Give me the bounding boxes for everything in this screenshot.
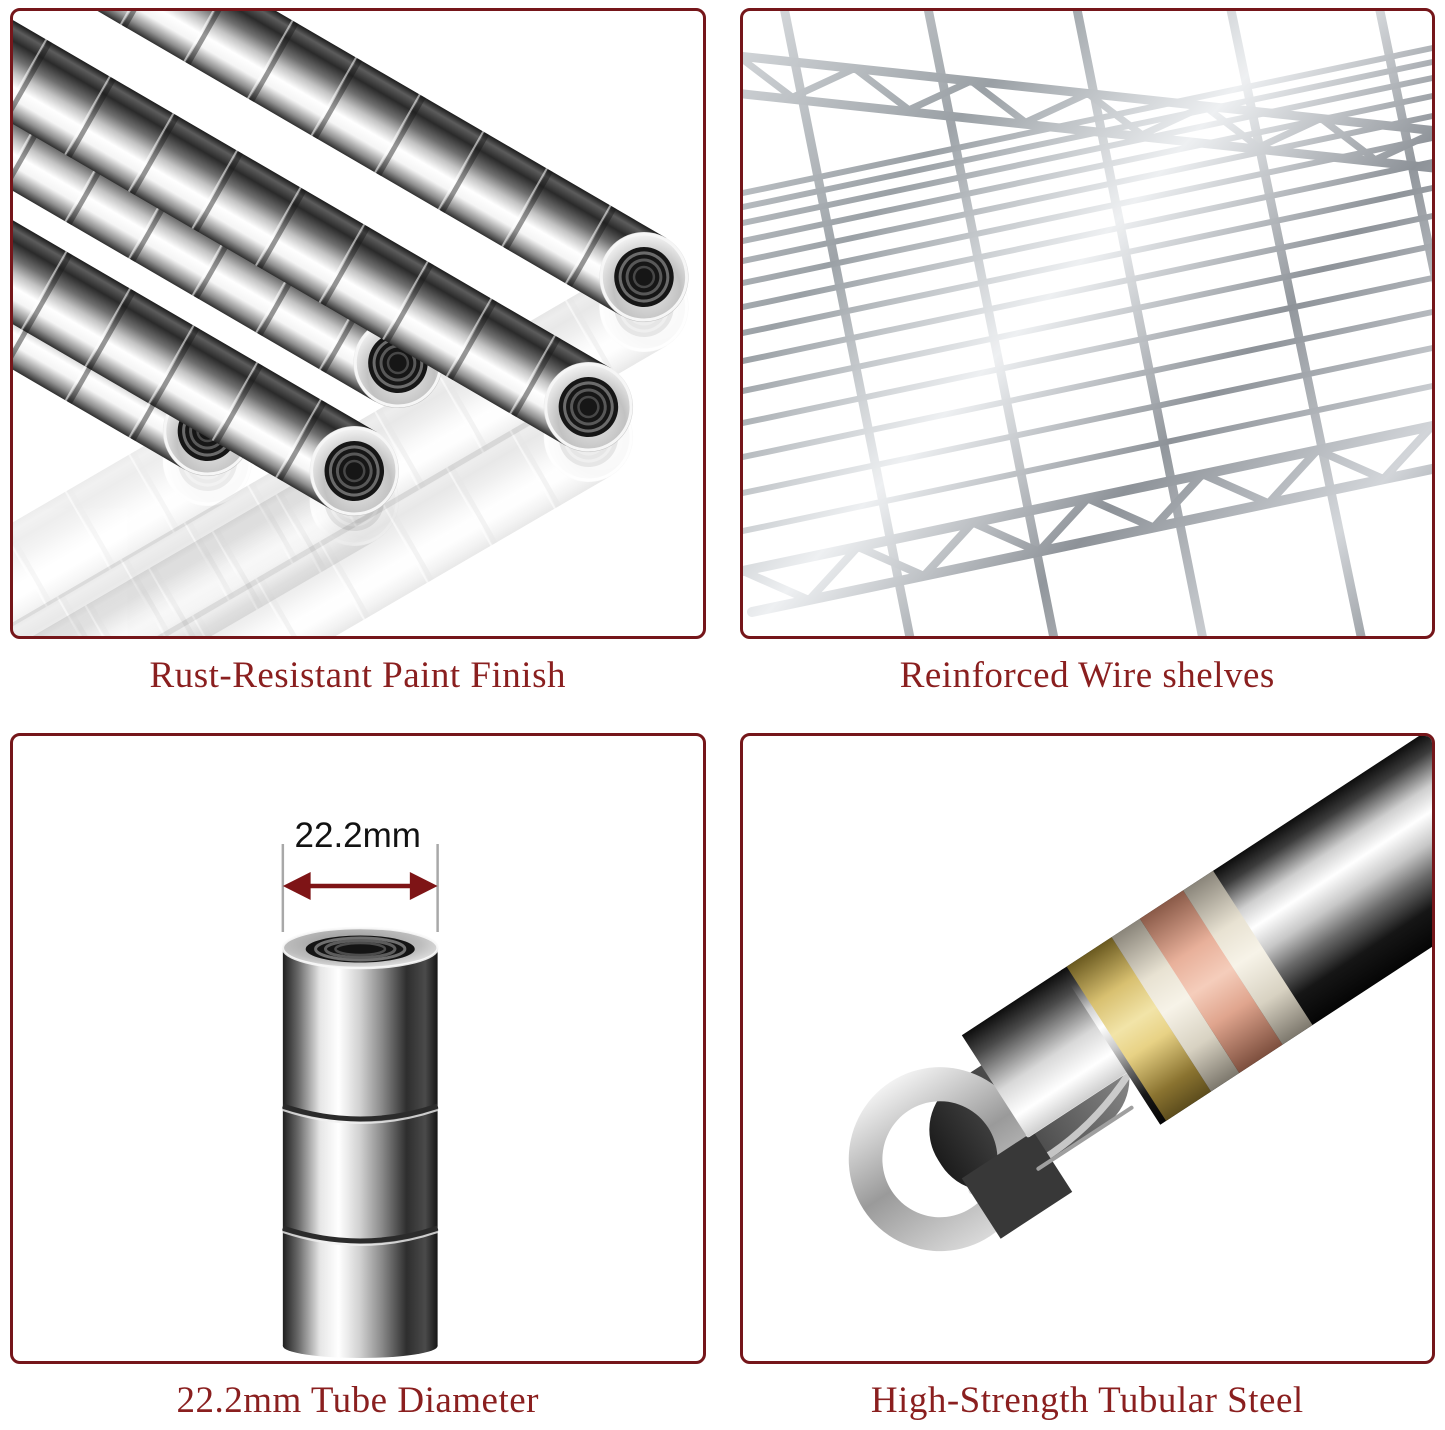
tubular-steel-caption: High-Strength Tubular Steel xyxy=(870,1380,1304,1421)
arrowhead-right-icon xyxy=(409,872,438,900)
chrome-tubes-photo xyxy=(13,11,703,636)
shelf-long-wires xyxy=(742,45,1432,534)
arrowhead-left-icon xyxy=(282,872,311,900)
paint-finish-image-frame xyxy=(10,8,706,639)
shelf-front-truss xyxy=(742,421,1432,617)
wire-shelves-caption: Reinforced Wire shelves xyxy=(899,655,1275,696)
feature-panel-paint-finish: Rust-Resistant Paint Finish xyxy=(10,8,706,705)
tubular-steel-image-frame xyxy=(739,733,1435,1364)
paint-finish-caption: Rust-Resistant Paint Finish xyxy=(149,655,566,696)
wire-shelves-image-frame xyxy=(739,8,1435,639)
feature-panel-wire-shelves: Reinforced Wire shelves xyxy=(739,8,1435,705)
coating-layer-bands xyxy=(1066,870,1313,1121)
vertical-tube xyxy=(281,926,439,1358)
feature-panel-tube-diameter: 22.2mm 22.2mm Tube Diameter xyxy=(10,733,706,1430)
tube-diameter-caption: 22.2mm Tube Diameter xyxy=(176,1380,539,1421)
feature-panel-tubular-steel: High-Strength Tubular Steel xyxy=(739,733,1435,1430)
tube-diameter-image-frame: 22.2mm xyxy=(10,733,706,1364)
tube-diameter-label: 22.2mm xyxy=(294,816,421,855)
wire-shelf-photo xyxy=(742,11,1432,636)
cutaway-tube xyxy=(848,736,1432,1252)
shelf-back-truss xyxy=(742,52,1432,173)
tube-diameter-photo xyxy=(281,844,439,1358)
cutaway-tube-photo xyxy=(848,736,1432,1252)
tube-joint-grooves xyxy=(282,1103,439,1246)
tube-threaded-opening xyxy=(281,926,439,970)
diameter-dimension xyxy=(281,844,439,932)
